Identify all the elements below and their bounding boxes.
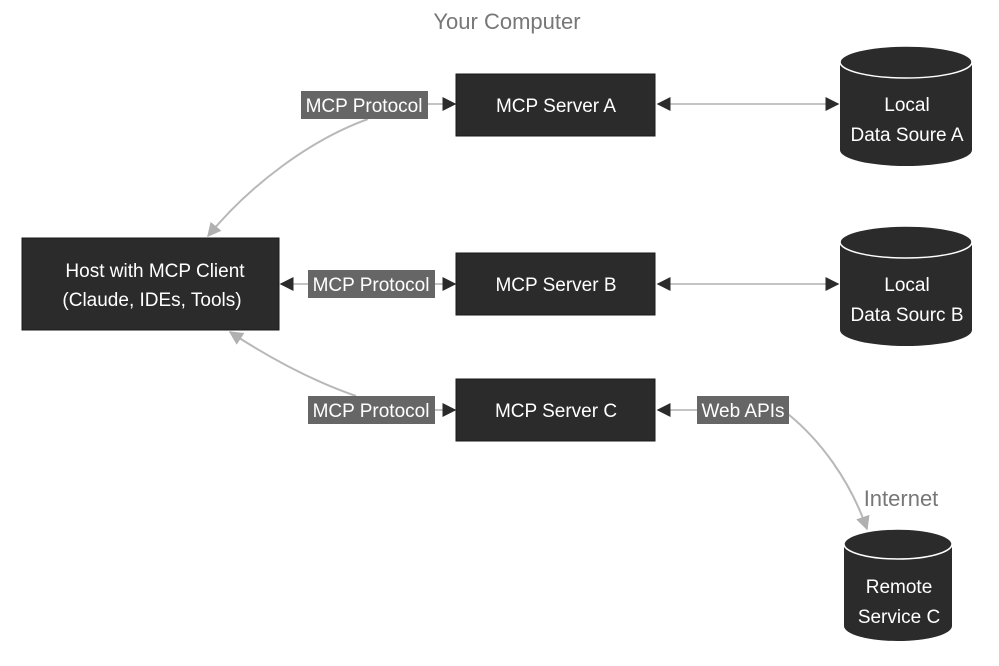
edge-label-mcp-protocol-a: MCP Protocol bbox=[301, 91, 428, 119]
svg-text:MCP Server C: MCP Server C bbox=[495, 401, 617, 422]
edge-label-mcp-protocol-c: MCP Protocol bbox=[308, 396, 435, 424]
node-mcp-server-c[interactable]: MCP Server C bbox=[455, 378, 656, 442]
edge-label-mcp-protocol-b: MCP Protocol bbox=[308, 270, 435, 298]
svg-text:Local: Local bbox=[884, 95, 929, 116]
node-local-data-source-b[interactable]: Local Data Sourc B bbox=[839, 225, 973, 346]
edge-label-web-apis: Web APIs bbox=[697, 396, 789, 424]
group-title-internet: Internet bbox=[864, 486, 939, 511]
group-title-your-computer: Your Computer bbox=[433, 9, 580, 34]
node-local-data-source-a[interactable]: Local Data Soure A bbox=[839, 45, 973, 166]
svg-text:MCP Protocol: MCP Protocol bbox=[313, 275, 430, 296]
edge-web-apis-to-remote bbox=[787, 413, 870, 531]
node-mcp-server-a[interactable]: MCP Server A bbox=[455, 73, 656, 137]
svg-text:MCP Server A: MCP Server A bbox=[496, 96, 616, 117]
svg-text:Service C: Service C bbox=[858, 607, 940, 628]
host-label-line2: (Claude, IDEs, Tools) bbox=[62, 290, 241, 311]
svg-text:Data Soure A: Data Soure A bbox=[850, 125, 963, 146]
host-label-line1: Host with MCP Client bbox=[65, 261, 245, 282]
svg-text:MCP Server B: MCP Server B bbox=[495, 275, 616, 296]
svg-text:Data Sourc B: Data Sourc B bbox=[851, 305, 964, 326]
node-mcp-server-b[interactable]: MCP Server B bbox=[455, 252, 656, 316]
svg-text:Web APIs: Web APIs bbox=[701, 401, 784, 422]
svg-text:Remote: Remote bbox=[866, 577, 933, 598]
node-host-with-mcp-client[interactable]: Host with MCP Client (Claude, IDEs, Tool… bbox=[21, 237, 280, 331]
svg-text:MCP Protocol: MCP Protocol bbox=[313, 401, 430, 422]
svg-text:MCP Protocol: MCP Protocol bbox=[306, 96, 423, 117]
svg-text:Local: Local bbox=[884, 275, 929, 296]
edge-protocol-c-to-host bbox=[228, 331, 357, 397]
edge-protocol-a-to-host bbox=[207, 118, 369, 238]
node-remote-service-c[interactable]: Remote Service C bbox=[843, 528, 953, 641]
